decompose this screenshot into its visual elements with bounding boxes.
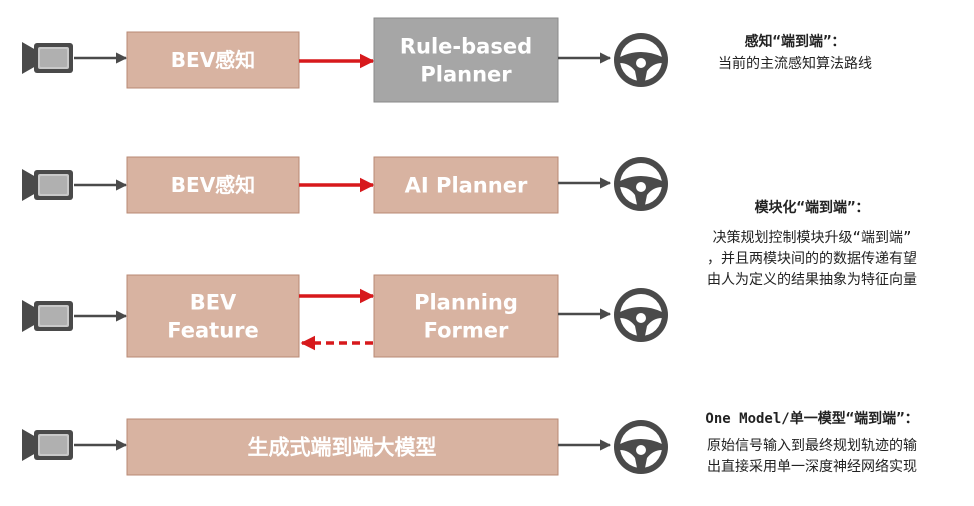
block-label: AI Planner (405, 174, 528, 198)
block-label-line: BEV (190, 291, 237, 315)
block-label: 生成式端到端大模型 (248, 436, 437, 460)
block-label-line: AI Planner (405, 174, 528, 198)
note-line: 由人为定义的结果抽象为特征向量 (707, 272, 917, 288)
camera-icon (22, 42, 73, 74)
generative-e2e-model-block (126, 418, 559, 476)
block-label-line: Planning (414, 291, 518, 315)
steering-wheel-icon (614, 288, 668, 342)
note-body: 当前的主流感知算法路线 (680, 54, 910, 75)
block-label-line: Feature (167, 319, 259, 343)
camera-icon (22, 300, 73, 332)
note-line: 当前的主流感知算法路线 (718, 56, 872, 72)
note-title: 模块化“端到端”： (754, 200, 870, 216)
block-label: BEV感知 (171, 173, 255, 197)
block-label-line: Planner (420, 63, 512, 87)
block-label-line: Rule-based (400, 35, 532, 59)
planning-former-block (373, 274, 559, 358)
bev-perception-block (126, 31, 300, 89)
block-label-line: Former (424, 319, 509, 343)
ai-planner-block (373, 156, 559, 214)
note-line: 决策规划控制模块升级“端到端” (712, 230, 912, 246)
steering-wheel-icon (614, 33, 668, 87)
rule-based-planner-block (373, 17, 559, 103)
steering-wheel-icon (614, 420, 668, 474)
block-label-line: BEV感知 (171, 48, 255, 72)
note-line: 出直接采用单一深度神经网络实现 (707, 459, 917, 475)
note-line: 原始信号输入到最终规划轨迹的输 (707, 438, 917, 454)
block-label: BEV Feature (167, 291, 259, 343)
block-label-line: 生成式端到端大模型 (248, 436, 437, 460)
note-line: ，并且两模块间的的数据传递有望 (707, 251, 917, 267)
perception-e2e-note: 感知“端到端”： 当前的主流感知算法路线 (680, 32, 910, 75)
camera-icon (22, 429, 73, 461)
note-body: 决策规划控制模块升级“端到端” ，并且两模块间的的数据传递有望 由人为定义的结果… (672, 228, 952, 291)
modular-e2e-note: 模块化“端到端”： 决策规划控制模块升级“端到端” ，并且两模块间的的数据传递有… (672, 198, 952, 291)
note-body: 原始信号输入到最终规划轨迹的输 出直接采用单一深度神经网络实现 (672, 436, 952, 478)
block-label-line: BEV感知 (171, 173, 255, 197)
steering-wheel-icon (614, 157, 668, 211)
note-title: 感知“端到端”： (744, 34, 846, 50)
one-model-e2e-note: One Model/单一模型“端到端”： 原始信号输入到最终规划轨迹的输 出直接… (672, 409, 952, 478)
bev-perception-block (126, 156, 300, 214)
note-title: One Model/单一模型“端到端”： (705, 411, 919, 427)
bev-feature-block (126, 274, 300, 358)
camera-icon (22, 169, 73, 201)
block-label: BEV感知 (171, 48, 255, 72)
